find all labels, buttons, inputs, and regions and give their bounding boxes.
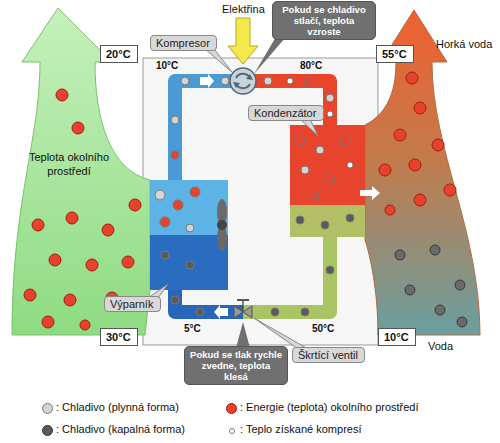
energy-dots [24,72,456,330]
temperature-label: 50°C [312,323,334,334]
temperature-box: 30°C [100,328,138,346]
refrigerant-dots [155,77,354,316]
temperature-label: 5°C [184,323,201,334]
evaporator-upper [150,180,228,235]
part-label: Kondenzátor [248,105,324,121]
part-label: Kompresor [150,35,217,51]
evaporator-lower [150,235,228,290]
flow-arrow [200,74,214,88]
valve-symbol [234,300,252,318]
legend-swatch [226,403,237,414]
label-text: Výparník [110,298,155,310]
water-stream [365,10,480,335]
pointer-tail [254,318,308,349]
temperature-label: 80°C [300,60,322,71]
discharge-pipe [243,81,330,126]
legend-text: : Energie (teplota) okolního prostředí [240,401,419,413]
power-label: Elektřina [222,3,265,15]
air-stream [12,8,150,335]
callout-text: Pokud se chladivo stlačí, teplota vzrost… [277,4,371,37]
label-text: 55°C [382,48,408,60]
label-text: 10°C [384,331,410,343]
stream-label: Horká voda [436,38,492,50]
legend-text: : Teplo získané kompresí [240,423,361,435]
temperature-box: 10°C [378,328,416,346]
temperature-box: 55°C [376,45,414,63]
compressor-symbol [230,68,256,94]
temperature-box: 20°C [100,45,138,63]
flow-arrow [214,305,228,319]
stream-label: Teplota okolního prostředí [22,150,116,178]
pointer-tail [300,119,318,136]
stream-label: Voda [428,340,453,352]
condenser-cooled [290,205,365,237]
label-text: 20°C [106,48,132,60]
label-text: Škrtící ventil [298,349,359,361]
liquid-pipe [243,234,330,312]
flow-arrow [360,186,380,200]
part-label: Výparník [104,296,161,312]
legend-text: : Chladivo (plynná forma) [56,401,179,413]
pointer-tail [236,322,250,348]
legend-swatch [229,428,235,434]
electricity-arrow [228,18,258,64]
label-text: Kondenzátor [254,107,318,119]
note-callout: Pokud se tlak rychle zvedne, teplota kle… [184,346,288,385]
callout-text: Pokud se tlak rychle zvedne, teplota kle… [189,349,283,382]
legend-swatch [42,425,53,436]
label-text: Kompresor [156,37,211,49]
legend-text: : Chladivo (kapalná forma) [56,423,185,435]
part-label: Škrtící ventil [292,347,365,363]
water-dots [395,245,467,327]
condenser-hot [290,125,365,205]
pointer-tail [205,49,232,72]
temperature-label: 10°C [156,60,178,71]
fan-symbol [217,199,227,251]
housing-frame [143,58,378,345]
label-text: 30°C [106,331,132,343]
suction-pipe [175,81,243,182]
low-pressure-pipe [175,288,243,312]
legend-swatch [42,403,53,414]
note-callout: Pokud se chladivo stlačí, teplota vzrost… [272,1,376,40]
